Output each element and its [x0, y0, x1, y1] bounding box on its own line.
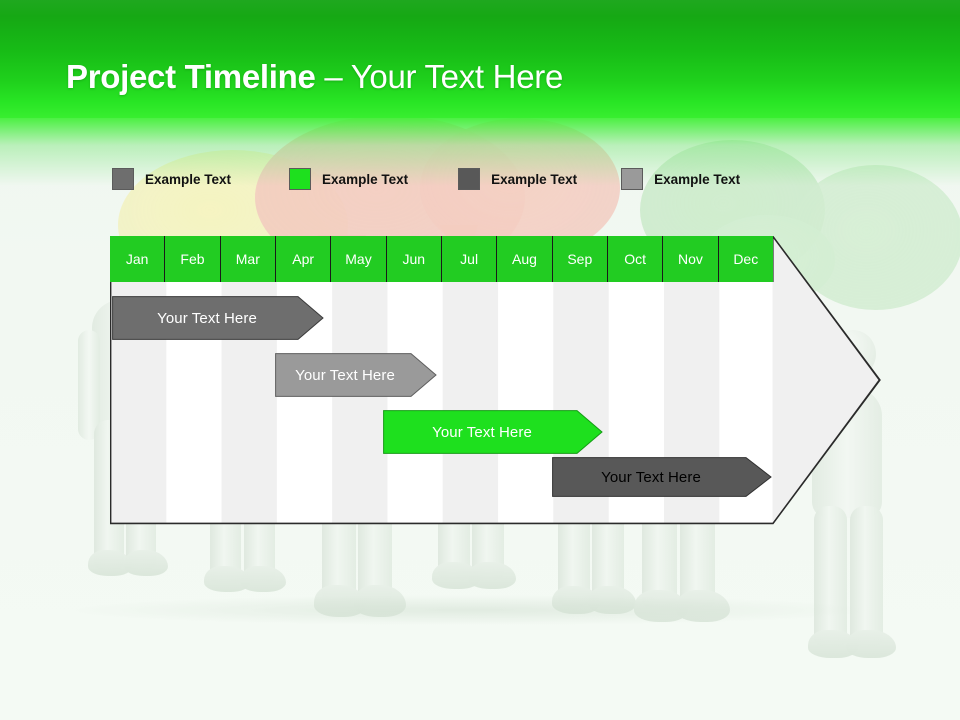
legend-item-label: Example Text	[145, 171, 232, 187]
task-bar-2[interactable]: Your Text Here	[275, 353, 437, 397]
month-cell-jun[interactable]: Jun	[386, 236, 442, 282]
legend-swatch-icon	[112, 168, 134, 190]
month-header-row: Jan Feb Mar Apr May Jun Jul Aug Sep Oct …	[110, 236, 773, 282]
legend-item-label: Example Text	[491, 171, 578, 187]
month-cell-feb[interactable]: Feb	[165, 236, 221, 282]
page-title: Project Timeline – Your Text Here	[66, 58, 563, 96]
month-cell-jan[interactable]: Jan	[110, 236, 166, 282]
month-cell-apr[interactable]: Apr	[275, 236, 332, 282]
legend-item-label: Example Text	[322, 171, 409, 187]
month-cell-nov[interactable]: Nov	[663, 236, 719, 282]
legend-swatch-icon	[289, 168, 312, 190]
page-title-separator: –	[315, 58, 351, 95]
legend-swatch-icon	[621, 168, 644, 190]
title-band	[0, 0, 960, 118]
task-bar-label: Your Text Here	[432, 423, 532, 441]
figure-ground-shadow	[70, 595, 870, 625]
task-bar-4[interactable]: Your Text Here	[552, 457, 772, 497]
month-cell-aug[interactable]: Aug	[497, 236, 553, 282]
timeline-chart: Jan Feb Mar Apr May Jun Jul Aug Sep Oct …	[110, 236, 881, 525]
month-cell-jul[interactable]: Jul	[441, 236, 498, 282]
month-cell-may[interactable]: May	[331, 236, 387, 282]
month-cell-oct[interactable]: Oct	[607, 236, 664, 282]
page-title-regular: Your Text Here	[350, 58, 564, 95]
task-bars-layer: Your Text Here Your Text Here Your Text …	[110, 236, 880, 524]
legend-item-2[interactable]: Example Text	[289, 168, 408, 190]
legend-swatch-icon	[458, 168, 481, 190]
task-bar-label: Your Text Here	[295, 366, 395, 384]
task-bar-label: Your Text Here	[601, 468, 701, 486]
task-bar-1[interactable]: Your Text Here	[112, 296, 324, 340]
task-bar-3[interactable]: Your Text Here	[383, 410, 603, 454]
task-bar-label: Your Text Here	[157, 309, 257, 327]
task-bar-3-shape	[383, 410, 603, 454]
legend-item-3[interactable]: Example Text	[458, 168, 577, 190]
legend-item-1[interactable]: Example Text	[112, 168, 231, 190]
legend: Example Text Example Text Example Text E…	[112, 168, 740, 190]
task-bar-4-shape	[552, 457, 772, 497]
legend-item-label: Example Text	[654, 171, 741, 187]
month-cell-sep[interactable]: Sep	[552, 236, 608, 282]
month-cell-mar[interactable]: Mar	[220, 236, 276, 282]
task-bar-2-shape	[275, 353, 437, 397]
task-bar-1-shape	[112, 296, 324, 340]
page-title-bold: Project Timeline	[66, 58, 316, 95]
legend-item-4[interactable]: Example Text	[621, 168, 740, 190]
month-cell-dec[interactable]: Dec	[718, 236, 773, 282]
